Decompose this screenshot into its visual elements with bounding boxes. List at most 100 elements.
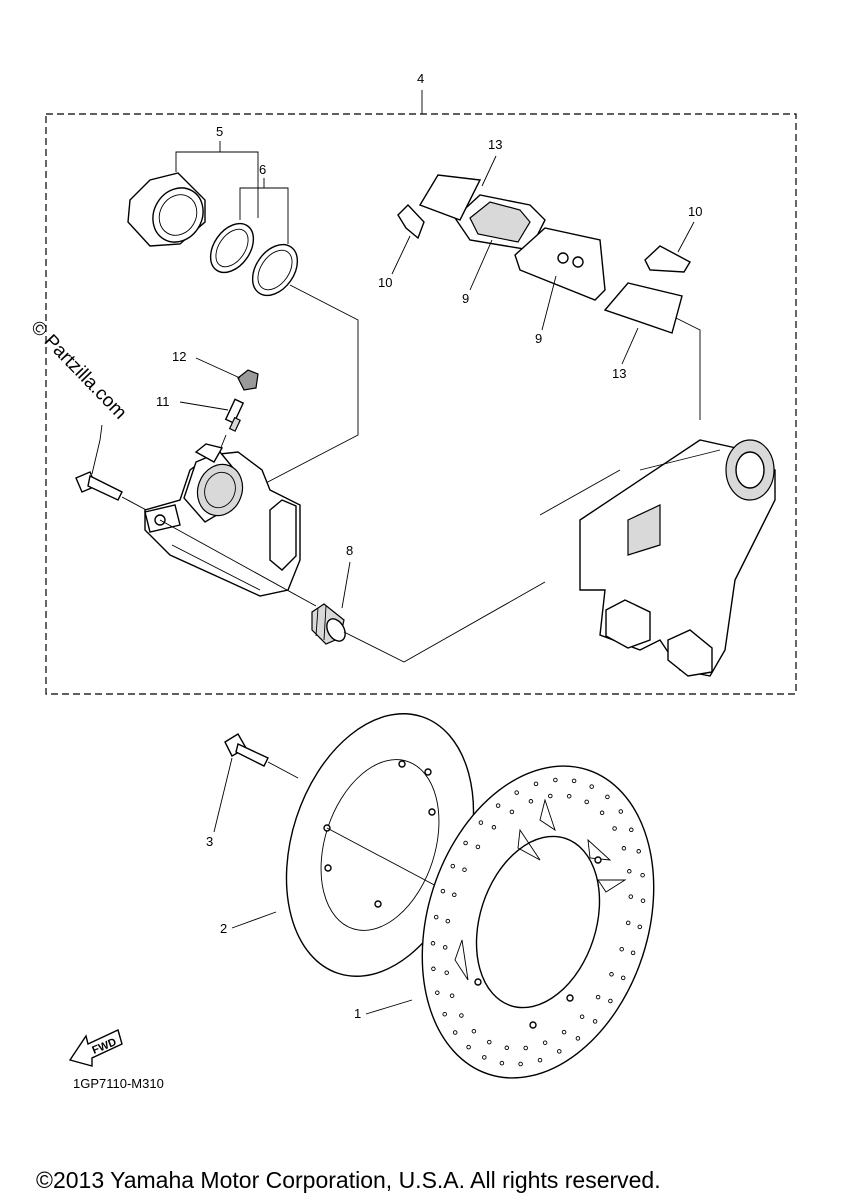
disc-drill-hole bbox=[618, 809, 624, 814]
callout-13-top: 13 bbox=[488, 137, 502, 152]
disc-drill-hole bbox=[509, 809, 515, 815]
disc-drill-hole bbox=[619, 946, 624, 952]
disc-drill-hole bbox=[548, 793, 553, 799]
disc-drill-hole bbox=[579, 1014, 585, 1019]
disc-drill-hole bbox=[620, 975, 626, 981]
disc-drill-hole bbox=[482, 1055, 487, 1060]
disc-drill-hole bbox=[433, 914, 439, 920]
disc-drill-hole bbox=[628, 894, 634, 899]
disc-drill-hole bbox=[608, 998, 613, 1004]
disc-drill-hole bbox=[542, 1040, 548, 1045]
disc-drill-hole bbox=[452, 892, 457, 898]
bleed-screw bbox=[224, 398, 245, 432]
caliper-bracket bbox=[579, 439, 776, 677]
disc-drill-hole bbox=[566, 793, 572, 799]
watermark: © Partzilla.com bbox=[26, 317, 130, 424]
fwd-label: FWD bbox=[91, 1036, 119, 1057]
disc-drill-hole bbox=[463, 840, 468, 846]
callout-3: 3 bbox=[206, 834, 213, 849]
brake-pad-outer bbox=[514, 227, 606, 301]
disc-drill-hole bbox=[584, 799, 589, 805]
disc-drill-hole bbox=[491, 825, 497, 830]
callout-11: 11 bbox=[156, 394, 170, 409]
disc-drill-hole bbox=[571, 778, 577, 784]
caliper-bolt bbox=[75, 471, 123, 501]
pad-shim-upper bbox=[418, 174, 482, 221]
disc-drill-hole bbox=[609, 972, 614, 977]
disc-drill-hole bbox=[629, 827, 634, 833]
disc-drill-hole bbox=[533, 781, 539, 787]
disc-drill-hole bbox=[595, 994, 601, 1000]
disc-drill-hole bbox=[471, 1028, 477, 1034]
disc-drill-hole bbox=[504, 1045, 510, 1051]
disc-drill-hole bbox=[487, 1039, 492, 1045]
disc-drill-hole bbox=[537, 1057, 543, 1063]
disc-drill-hole bbox=[589, 784, 594, 789]
disc-drill-hole bbox=[445, 918, 451, 924]
brake-pad-inner bbox=[454, 194, 546, 251]
piston bbox=[127, 172, 206, 247]
fwd-arrow-icon: FWD bbox=[68, 1029, 123, 1067]
disc-drill-hole bbox=[440, 888, 446, 894]
disc-drill-hole bbox=[621, 846, 627, 851]
disc-drill-hole bbox=[442, 1011, 447, 1017]
disc-drill-hole bbox=[627, 869, 632, 874]
disc-drill-hole bbox=[435, 990, 440, 995]
disc-drill-hole bbox=[475, 844, 481, 850]
pad-clip-right bbox=[644, 245, 691, 273]
disc-drill-hole bbox=[636, 849, 641, 854]
disc-drill-hole bbox=[630, 950, 636, 956]
disc-drill-hole bbox=[612, 826, 617, 831]
disc-drill-hole bbox=[592, 1019, 598, 1024]
callout-10-right: 10 bbox=[688, 204, 702, 219]
disc-drill-hole bbox=[442, 945, 448, 950]
piston-seal bbox=[209, 222, 255, 274]
disc-drill-hole bbox=[459, 1013, 464, 1018]
diagram-code: 1GP7110-M310 bbox=[73, 1076, 164, 1091]
callout-8: 8 bbox=[346, 543, 353, 558]
disc-drill-hole bbox=[499, 1060, 505, 1066]
caliper-assembly-box bbox=[45, 113, 797, 695]
brake-disc bbox=[421, 765, 655, 1079]
disc-drill-hole bbox=[462, 867, 467, 872]
callout-6: 6 bbox=[259, 162, 266, 177]
disc-drill-hole bbox=[514, 790, 519, 795]
callout-1: 1 bbox=[354, 1006, 361, 1021]
callout-9-left: 9 bbox=[462, 291, 469, 306]
callout-5: 5 bbox=[216, 124, 223, 139]
copyright: ©2013 Yamaha Motor Corporation, U.S.A. A… bbox=[36, 1167, 661, 1193]
disc-drill-hole bbox=[640, 872, 645, 878]
callout-4: 4 bbox=[417, 71, 424, 86]
disc-drill-hole bbox=[528, 799, 534, 804]
disc-drill-holes bbox=[430, 777, 646, 1067]
disc-bolt bbox=[224, 733, 269, 767]
disc-drill-hole bbox=[431, 966, 436, 972]
caliper-body bbox=[144, 443, 301, 597]
callout-2: 2 bbox=[220, 921, 227, 936]
disc-drill-hole bbox=[557, 1049, 562, 1054]
pad-clip-left bbox=[397, 203, 425, 240]
disc-drill-hole bbox=[478, 820, 484, 825]
disc-drill-hole bbox=[430, 941, 436, 946]
disc-drill-hole bbox=[640, 898, 646, 903]
disc-drill-hole bbox=[452, 1030, 458, 1035]
disc-drill-hole bbox=[605, 794, 610, 800]
disc-drill-hole bbox=[444, 970, 449, 975]
disc-drill-hole bbox=[466, 1044, 471, 1050]
callout-12: 12 bbox=[172, 349, 186, 364]
disc-drill-hole bbox=[553, 777, 558, 783]
dust-seal bbox=[251, 243, 299, 297]
pad-shim-lower bbox=[603, 282, 683, 334]
bleed-cap bbox=[237, 369, 259, 391]
disc-drill-hole bbox=[561, 1029, 567, 1035]
disc-drill-hole bbox=[575, 1036, 581, 1041]
disc-drill-hole bbox=[518, 1061, 523, 1067]
disc-drill-hole bbox=[637, 924, 643, 930]
disc-drill-hole bbox=[523, 1045, 528, 1051]
callout-13-bottom: 13 bbox=[612, 366, 626, 381]
pin-boot bbox=[311, 603, 346, 645]
callout-9-right: 9 bbox=[535, 331, 542, 346]
disc-drill-hole bbox=[599, 810, 605, 816]
disc-drill-hole bbox=[495, 803, 501, 808]
